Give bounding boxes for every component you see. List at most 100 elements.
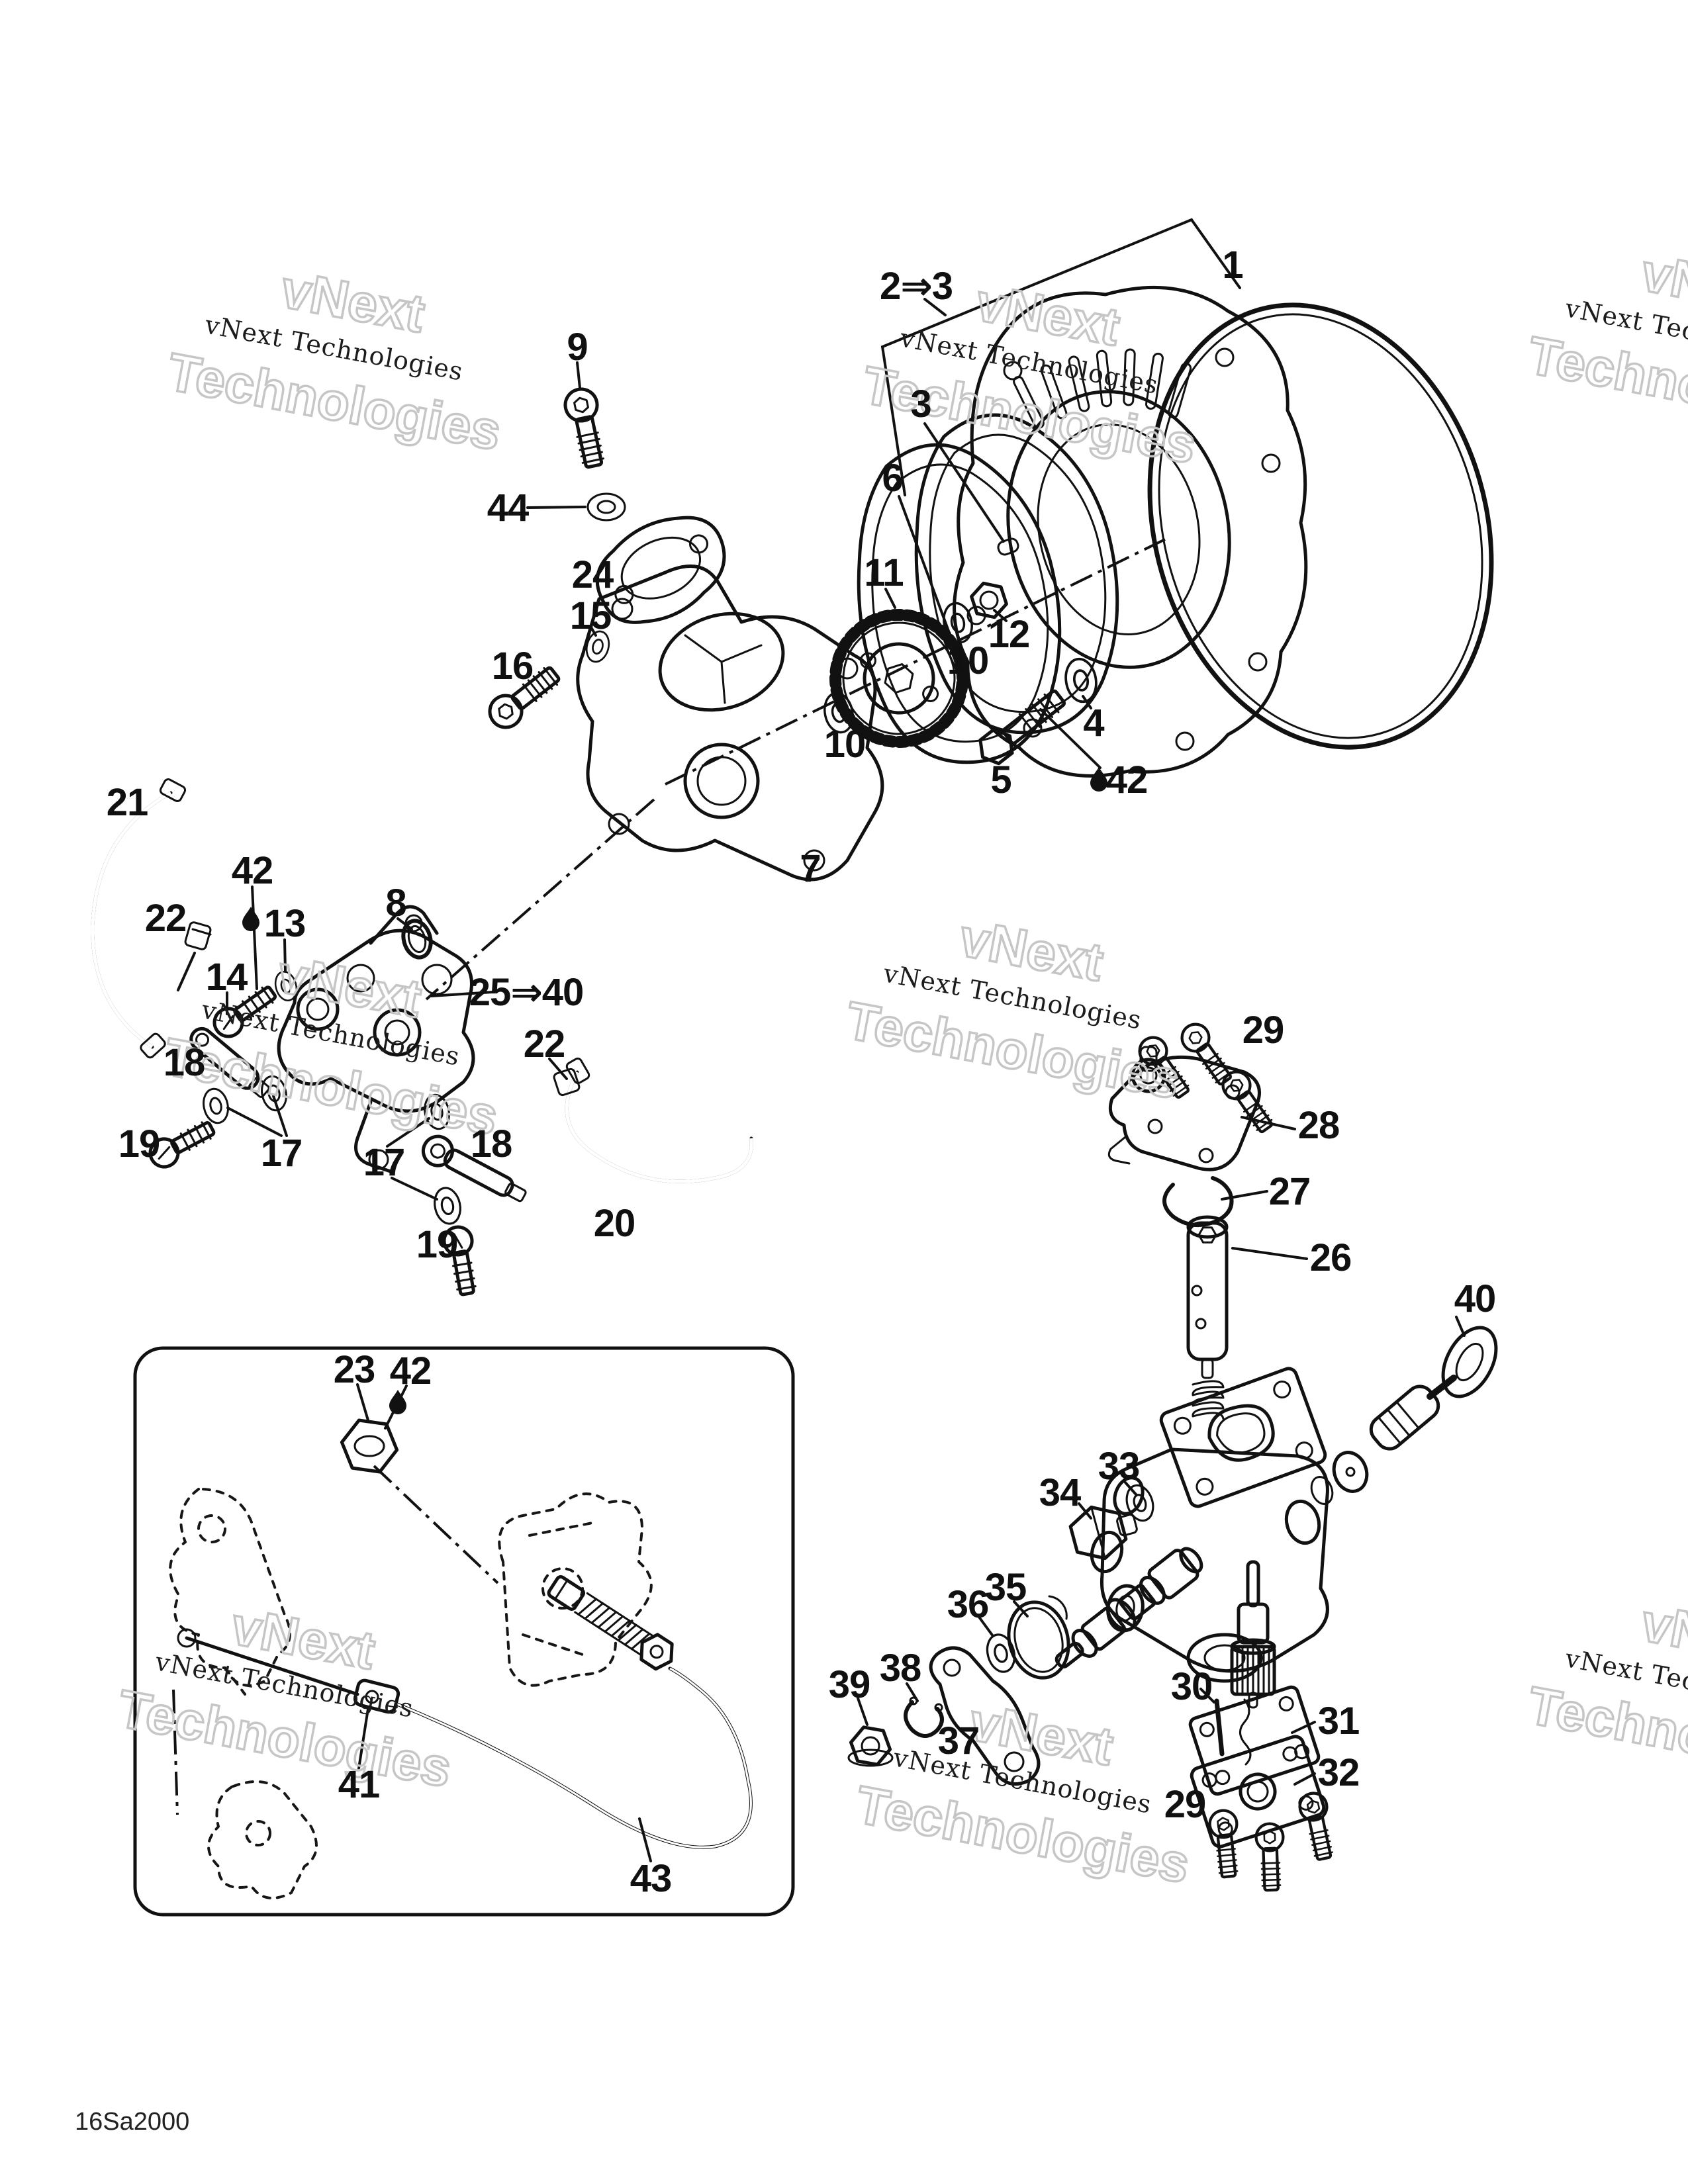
hose-21-art [91, 778, 187, 1059]
watermark-outline-text: Technologies [1523, 326, 1688, 445]
ghost-bracket-art [498, 1492, 653, 1687]
part-callout-42: 42 [232, 849, 273, 892]
o-ring-1-art [1147, 302, 1494, 750]
plunger-26-art [1186, 1215, 1229, 1379]
part-callout-32: 32 [1318, 1751, 1360, 1794]
part-callout-43: 43 [630, 1857, 672, 1900]
part-callout-10: 10 [824, 723, 866, 766]
gear-shaft-art [1230, 1560, 1276, 1709]
part-callout-14: 14 [206, 956, 248, 999]
oil-drop-icon [242, 907, 259, 931]
nut-39-art [847, 1725, 894, 1767]
part-callout-38: 38 [880, 1647, 921, 1690]
part-callout-25-40: 25⇒40 [469, 971, 584, 1014]
oil-drop-icon [1090, 767, 1107, 792]
bracket-7-art [576, 564, 884, 882]
part-callout-6: 6 [882, 457, 902, 500]
plate-28-art [1107, 1046, 1261, 1171]
part-callout-3: 3 [910, 383, 931, 426]
clamp-22b-art [553, 1068, 581, 1097]
callout-box [133, 1346, 795, 1917]
watermark-outline-text: Technologies [1523, 1676, 1688, 1795]
part-callout-44: 44 [487, 486, 529, 529]
diagram-code: 16Sa2000 [75, 2108, 189, 2136]
part-callout-35: 35 [985, 1566, 1027, 1609]
part-callout-22: 22 [524, 1023, 565, 1066]
part-callout-18: 18 [471, 1122, 512, 1165]
clamp-22a-art [184, 921, 212, 950]
ghost-support-art [207, 1780, 318, 1899]
part-callout-27: 27 [1269, 1170, 1311, 1213]
seal-35-art [1007, 1595, 1070, 1680]
nut-12-art [970, 581, 1008, 619]
cable-41-43-art [177, 1575, 753, 1849]
part-callout-21: 21 [107, 781, 148, 824]
ghost-throttle-art [169, 1488, 291, 1696]
leader-lines [177, 218, 1466, 1862]
washer-17b2-art [430, 1184, 465, 1228]
clip-27-art [1162, 1176, 1234, 1228]
part-callout-37: 37 [938, 1719, 980, 1762]
part-callout-28: 28 [1298, 1104, 1340, 1147]
part-callout-20: 20 [594, 1202, 635, 1245]
part-callout-33: 33 [1098, 1445, 1140, 1488]
part-callout-30: 30 [1171, 1665, 1213, 1708]
part-callout-31: 31 [1318, 1700, 1360, 1743]
bolt-5-art [978, 689, 1066, 766]
lever-37-art [929, 1646, 1041, 1786]
washer-44-art [586, 492, 626, 522]
gasket-24-art [595, 516, 726, 624]
washer-36-art [982, 1630, 1020, 1676]
part-callout-42: 42 [1106, 758, 1148, 801]
part-callout-29: 29 [1164, 1783, 1206, 1826]
part-callout-13: 13 [264, 902, 306, 945]
part-callout-10: 10 [947, 639, 989, 682]
lever-18b-art [421, 1134, 527, 1203]
part-callout-23: 23 [334, 1348, 375, 1391]
circlip-38-art [904, 1696, 944, 1738]
part-callout-34: 34 [1039, 1471, 1081, 1514]
part-callout-19: 19 [118, 1122, 160, 1165]
part-callout-8: 8 [385, 882, 406, 925]
part-callout-29: 29 [1243, 1009, 1284, 1052]
part-callout-15: 15 [570, 594, 612, 637]
part-callout-17: 17 [261, 1132, 303, 1175]
part-callout-16: 16 [492, 645, 534, 688]
screw-9-art [563, 387, 610, 469]
screws-29-bottom-art [1209, 1791, 1338, 1891]
oil-pump-25-40-art [277, 905, 475, 1173]
part-callout-39: 39 [829, 1663, 870, 1706]
pump-flange-art [1159, 1367, 1327, 1508]
part-callout-12: 12 [988, 613, 1030, 656]
banjo-40-art [1310, 1326, 1498, 1505]
part-callout-40: 40 [1454, 1277, 1496, 1320]
axis-lines [172, 538, 1166, 1815]
part-callout-17: 17 [363, 1141, 405, 1184]
part-callout-24: 24 [572, 553, 614, 596]
part-callout-26: 26 [1310, 1236, 1352, 1279]
part-callout-18: 18 [164, 1041, 205, 1084]
part-callout-42: 42 [390, 1349, 432, 1392]
part-callout-1: 1 [1222, 244, 1243, 287]
part-callout-4: 4 [1083, 702, 1104, 745]
part-callout-7: 7 [800, 847, 820, 890]
dowel-pin-art [997, 537, 1019, 556]
part-callout-22: 22 [145, 897, 187, 940]
pump-body-art [1090, 1447, 1329, 1683]
part-callout-41: 41 [338, 1763, 380, 1806]
part-callout-19: 19 [416, 1223, 458, 1266]
part-callout-36: 36 [947, 1583, 989, 1626]
part-callout-2-3: 2⇒3 [880, 265, 953, 308]
nut-23-art [340, 1418, 399, 1474]
part-callout-5: 5 [990, 758, 1011, 801]
o-ring-8-art [401, 919, 433, 960]
part-callout-11: 11 [864, 551, 903, 594]
